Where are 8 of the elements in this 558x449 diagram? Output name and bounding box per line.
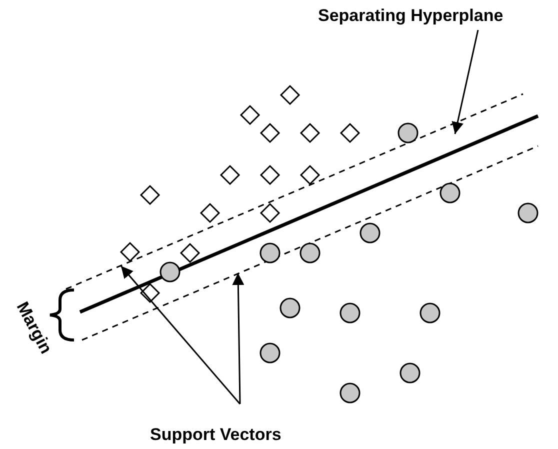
margin-line: [82, 145, 538, 341]
callout-text: Separating Hyperplane: [318, 6, 504, 26]
margin-line: [66, 93, 524, 290]
leader-arrow: [120, 266, 241, 404]
hyperplane-line: [79, 114, 539, 314]
callout-text: Support Vectors: [150, 425, 282, 445]
leader-arrow: [232, 272, 244, 404]
leader-arrow: [452, 30, 479, 134]
